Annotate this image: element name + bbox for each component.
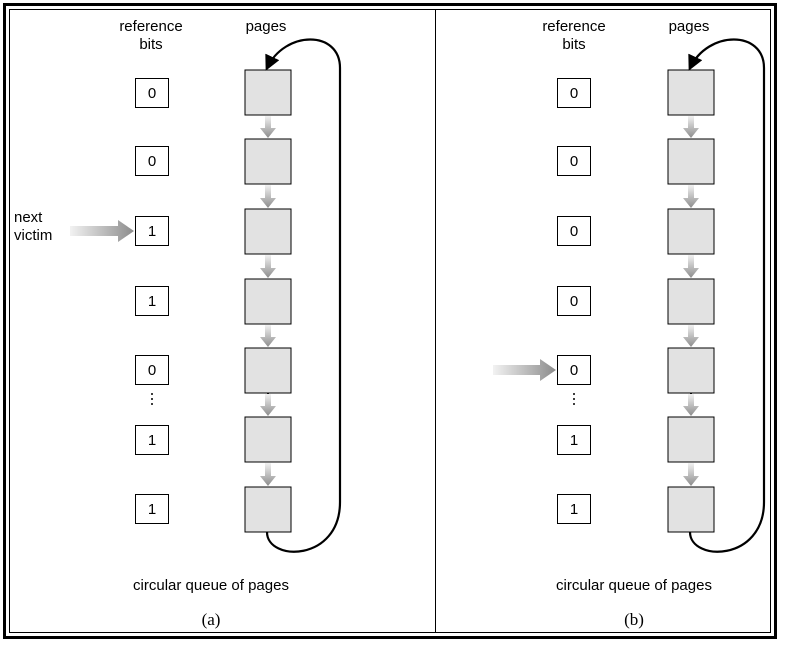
pages-header: pages (668, 18, 710, 35)
page-box (244, 486, 292, 533)
down-arrow (683, 325, 699, 347)
reference-bit-box: 1 (557, 425, 591, 455)
reference-bits-header: reference bits (542, 18, 606, 53)
reference-bits-header: reference bits (119, 18, 183, 53)
reference-bit-box: 1 (135, 216, 169, 246)
down-arrow (683, 185, 699, 208)
circular-loop-arrow (688, 38, 766, 553)
ellipsis-dot (151, 403, 153, 405)
reference-bit-box: 1 (135, 494, 169, 524)
pointer-arrow (493, 359, 556, 381)
down-arrow (683, 463, 699, 486)
page-box (667, 486, 715, 533)
ellipsis-dot (151, 393, 153, 395)
panel-caption: (a) (201, 610, 221, 629)
circular-queue-label: circular queue of pages (556, 577, 712, 594)
circular-queue-label: circular queue of pages (133, 577, 289, 594)
down-arrow (260, 325, 276, 347)
pointer-arrow (70, 220, 134, 242)
page-box (667, 416, 715, 463)
reference-bit-box: 0 (557, 286, 591, 316)
reference-bit-box: 0 (135, 355, 169, 385)
pages-header: pages (245, 18, 287, 35)
reference-bit-box: 0 (135, 78, 169, 108)
page-box (244, 416, 292, 463)
ellipsis-dot (151, 398, 153, 400)
page-box (244, 347, 292, 394)
page-box (244, 138, 292, 185)
page-box (244, 208, 292, 255)
reference-bit-box: 1 (557, 494, 591, 524)
page-box (667, 347, 715, 394)
page-box (667, 138, 715, 185)
page-box (667, 278, 715, 325)
reference-bit-box: 1 (135, 286, 169, 316)
down-arrow (260, 463, 276, 486)
down-arrow (683, 255, 699, 278)
down-arrow (683, 394, 699, 416)
page-box (244, 278, 292, 325)
down-arrow (260, 255, 276, 278)
down-arrow (260, 394, 276, 416)
down-arrow (260, 116, 276, 138)
reference-bit-box: 0 (557, 146, 591, 176)
reference-bit-box: 0 (135, 146, 169, 176)
down-arrow (260, 185, 276, 208)
reference-bit-box: 0 (557, 216, 591, 246)
circular-loop-arrow (265, 38, 342, 553)
panel-divider (435, 9, 436, 633)
reference-bit-box: 0 (557, 355, 591, 385)
page-box (244, 69, 292, 116)
outer-frame (3, 3, 777, 639)
down-arrow (683, 116, 699, 138)
ellipsis-dot (573, 393, 575, 395)
reference-bit-box: 1 (135, 425, 169, 455)
reference-bit-box: 0 (557, 78, 591, 108)
inner-frame (9, 9, 771, 633)
page-box (667, 208, 715, 255)
ellipsis-dot (573, 398, 575, 400)
panel-caption: (b) (624, 610, 644, 629)
ellipsis-dot (573, 403, 575, 405)
next-victim-label: next victim (14, 209, 53, 244)
page-box (667, 69, 715, 116)
